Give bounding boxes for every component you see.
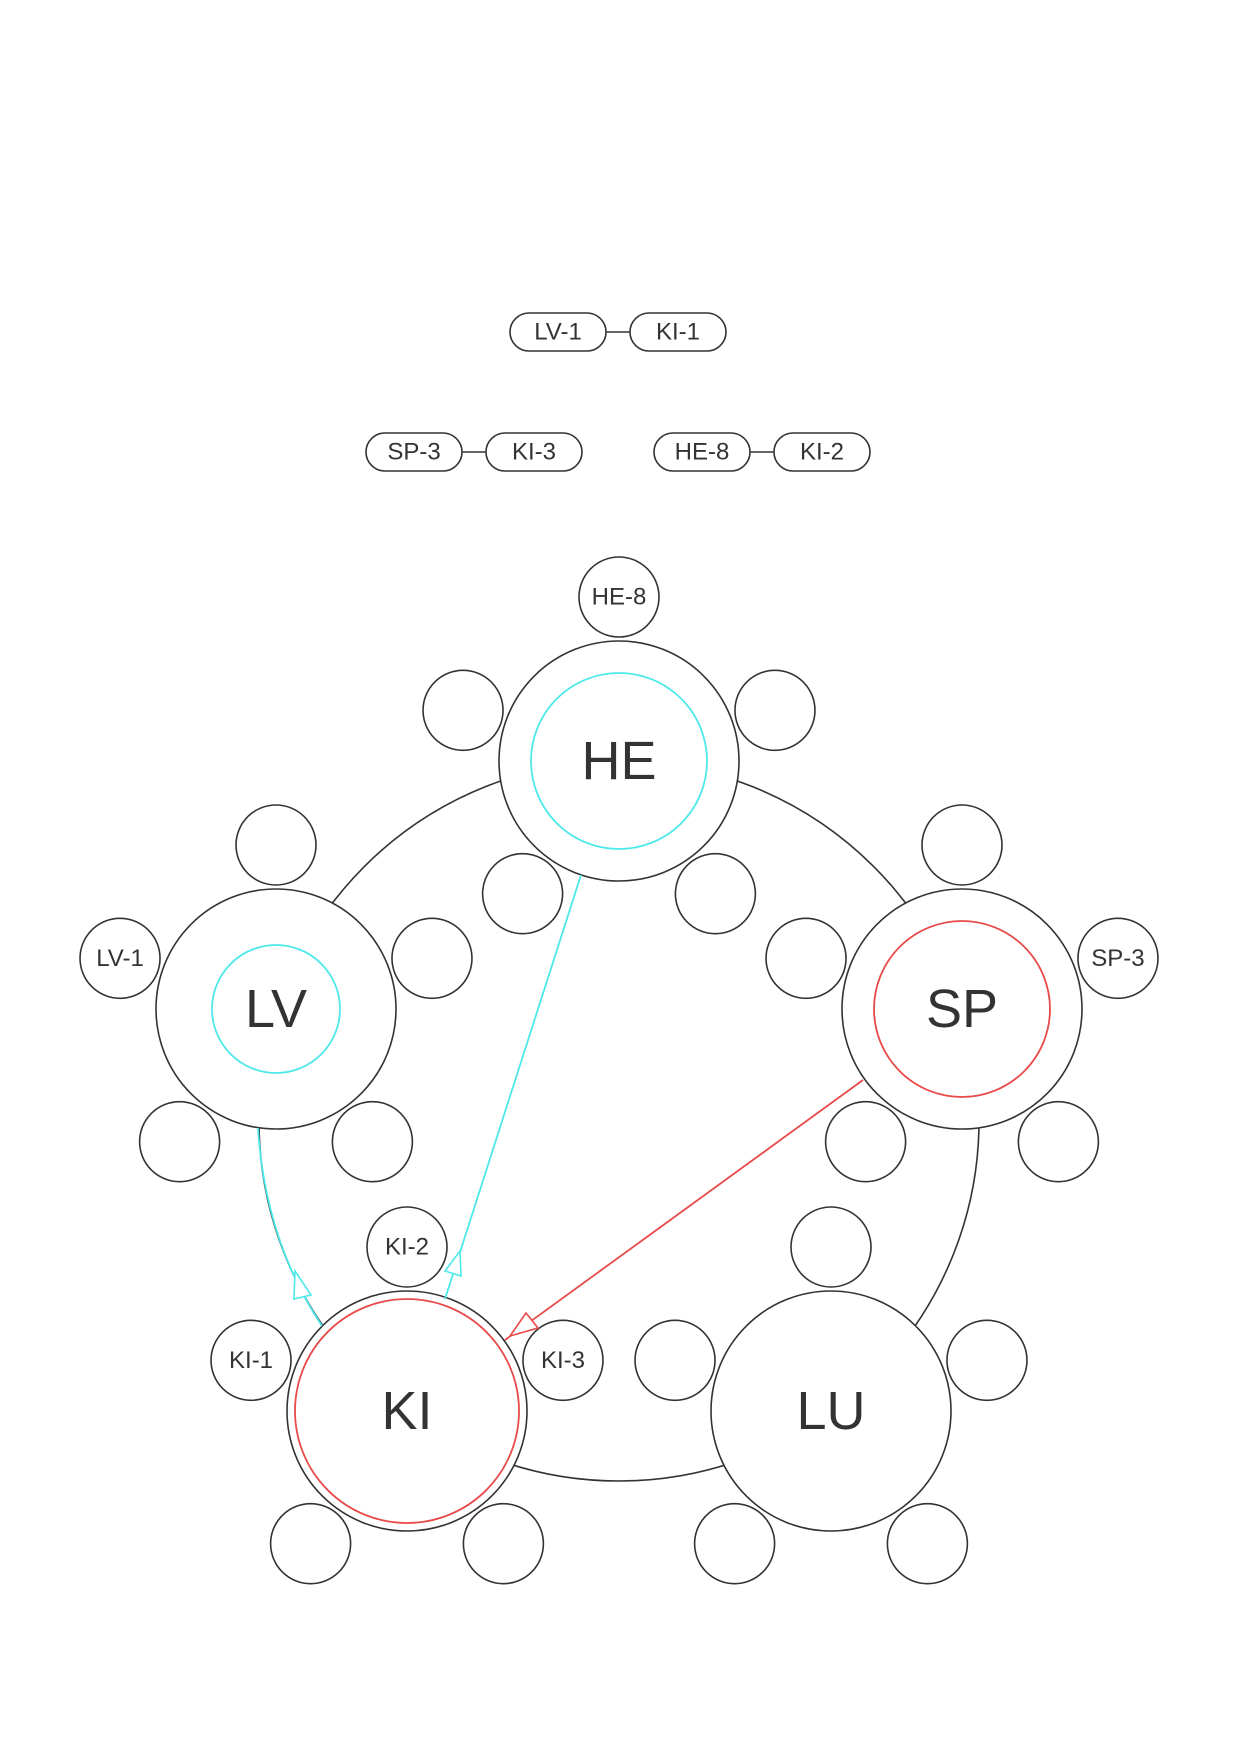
acupoint-label: KI-3 [541, 1347, 585, 1374]
organ-he: HE-8HE [422, 556, 816, 935]
organ-label: KI [381, 1381, 432, 1441]
pill-label: SP-3 [387, 439, 440, 466]
acupoint-circle [765, 917, 847, 1000]
organ-circle [498, 640, 740, 882]
organ-label: LU [796, 1381, 865, 1441]
arrowhead-icon [293, 1268, 313, 1301]
organ-label: SP [926, 979, 998, 1039]
acupoint-label: KI-2 [385, 1234, 429, 1261]
organ-sp: SP-3SP [765, 804, 1159, 1183]
organ-highlight-ring [294, 1298, 520, 1524]
pill [365, 432, 463, 472]
organ-highlight-ring [873, 920, 1051, 1098]
pair-lv1-ki1: LV-1 KI-1 [509, 312, 727, 352]
arrowhead-icon [443, 1248, 462, 1278]
acupoint-circle [462, 1502, 545, 1585]
pill-label: LV-1 [534, 319, 582, 346]
organ-circle [286, 1290, 528, 1532]
acupoint-circle [734, 669, 816, 752]
organ-circle [155, 888, 397, 1130]
arrowhead-icon [508, 1311, 540, 1338]
acupoint-circle [210, 1319, 292, 1402]
acupoint-circle [366, 1206, 448, 1288]
acupoint-circle [578, 556, 660, 638]
acupoint-circle [886, 1502, 969, 1585]
organ-lv: LV-1LV [79, 804, 473, 1183]
organ-highlight-ring [211, 944, 341, 1074]
pill [509, 312, 607, 352]
pill-label: HE-8 [675, 439, 730, 466]
pill [485, 432, 583, 472]
pair-sp3-ki3: SP-3 KI-3 [365, 432, 583, 472]
acupoint-label: HE-8 [592, 584, 647, 611]
pill [773, 432, 871, 472]
arrow-sp-ki [504, 1079, 864, 1341]
arrow-lv-ki [257, 1127, 323, 1327]
acupoint-circle [138, 1100, 221, 1183]
organ-ki: KI-2KI-1 KI-3KI [210, 1206, 604, 1585]
organ-circle [710, 1290, 952, 1532]
acupoint-circle [522, 1319, 604, 1402]
acupoint-circle [1017, 1100, 1100, 1183]
pill-label: KI-3 [512, 439, 556, 466]
pill [653, 432, 751, 472]
acupoint-label: KI-1 [229, 1347, 273, 1374]
arrow-line [444, 874, 582, 1300]
organ-highlight-ring [530, 672, 708, 850]
pair-he8-ki2: HE-8 KI-2 [653, 432, 871, 472]
pill [629, 312, 727, 352]
organ-label: LV [245, 979, 307, 1039]
pill-label: KI-2 [800, 439, 844, 466]
acupoint-circle [235, 804, 317, 886]
acupoint-circle [391, 917, 473, 1000]
acupoint-circle [921, 804, 1003, 886]
acupoint-circle [481, 852, 564, 935]
acupoint-circle [824, 1100, 907, 1183]
organ-circle [841, 888, 1083, 1130]
acupoint-circle [79, 917, 161, 1000]
organ-label: HE [581, 731, 656, 791]
acupoint-circle [422, 669, 504, 752]
organ-lu: LU [634, 1206, 1028, 1585]
acupoint-circle [946, 1319, 1028, 1402]
arrow-line [257, 1127, 323, 1327]
acupoint-circle [331, 1100, 414, 1183]
arrow-he-ki [443, 874, 582, 1300]
acupoint-circle [674, 852, 757, 935]
acupoint-label: LV-1 [96, 945, 144, 972]
arrow-line [504, 1079, 864, 1341]
acupoint-circle [1077, 917, 1159, 1000]
acupoint-label: SP-3 [1091, 945, 1144, 972]
acupoint-circle [693, 1502, 776, 1585]
pill-label: KI-1 [656, 319, 700, 346]
acupoint-circle [269, 1502, 352, 1585]
acupoint-circle [634, 1319, 716, 1402]
acupoint-circle [790, 1206, 872, 1288]
